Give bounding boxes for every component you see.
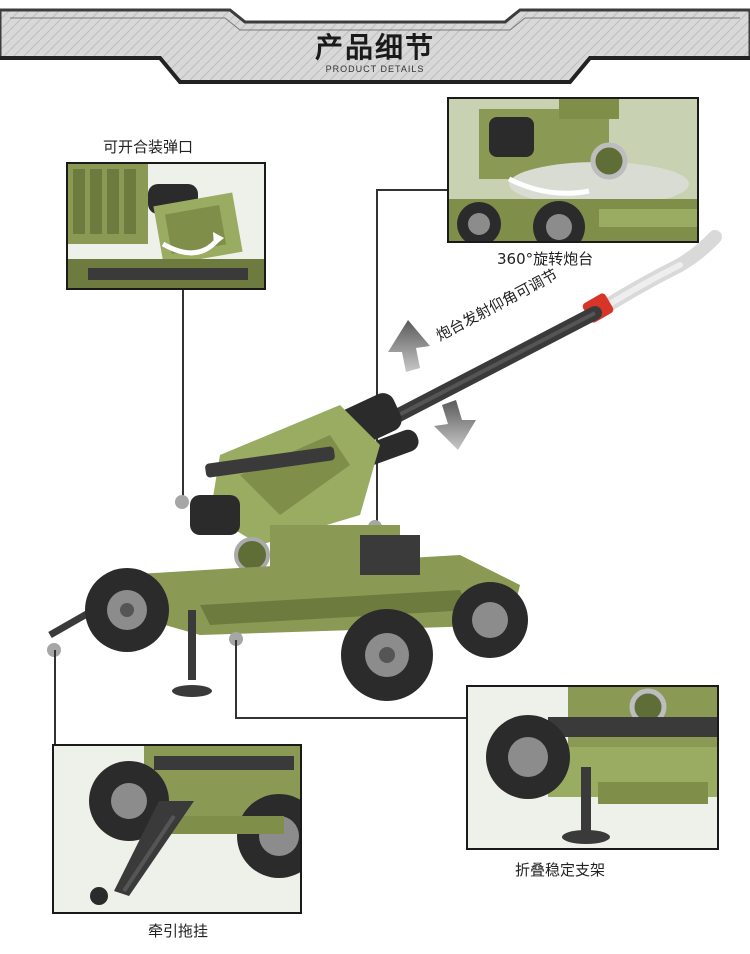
turret-caption: 360°旋转炮台	[497, 250, 594, 268]
outrigger-leader-line-h	[235, 717, 467, 719]
magazine-leader-line	[182, 290, 184, 500]
magazine-detail-image	[66, 162, 266, 290]
outrigger-marker-dot	[229, 632, 243, 646]
outrigger-detail-image	[466, 685, 719, 850]
tow-caption: 牵引拖挂	[148, 922, 209, 940]
outrigger-leader-line-v	[235, 640, 237, 718]
tow-detail-image	[52, 744, 302, 914]
tow-leader-line	[54, 650, 56, 745]
page-title: 产品细节	[314, 31, 435, 64]
page-subtitle: PRODUCT DETAILS	[325, 64, 425, 74]
header-banner	[0, 8, 750, 84]
turret-detail-image	[447, 97, 699, 243]
magazine-caption: 可开合装弹口	[103, 138, 194, 156]
elevation-arrows-icon	[388, 320, 476, 450]
outrigger-caption: 折叠稳定支架	[515, 861, 606, 879]
magazine-marker-dot	[175, 495, 189, 509]
turret-leader-line-v	[376, 189, 378, 524]
turret-leader-line-h	[376, 189, 447, 191]
howitzer-model-image	[48, 230, 722, 701]
